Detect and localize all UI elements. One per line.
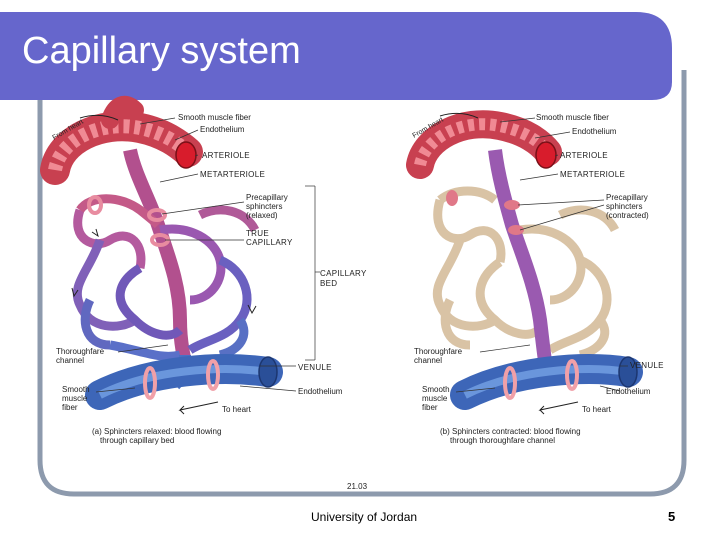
thoroughfare-channel-right bbox=[488, 149, 555, 382]
true-capillary-label-1: TRUE bbox=[246, 229, 269, 238]
precapillary-sphincters-left bbox=[87, 195, 170, 247]
thoroughfare-label-left-1: Thoroughfare bbox=[56, 347, 105, 356]
venule-left bbox=[85, 354, 283, 410]
caption-left-1: (a) Sphincters relaxed: blood flowing bbox=[92, 427, 221, 436]
caption-left-2: through capillary bed bbox=[100, 436, 174, 445]
figure-code: 21.03 bbox=[347, 482, 368, 491]
arteriole-label-left: ARTERIOLE bbox=[202, 151, 250, 160]
precapillary-sphincters-right bbox=[446, 190, 524, 235]
endothelium-label-right: Endothelium bbox=[572, 127, 617, 136]
smooth-muscle-label-right: Smooth muscle fiber bbox=[536, 113, 609, 122]
precap-label-right-3: (contracted) bbox=[606, 211, 649, 220]
capillary-bed-label-1: CAPILLARY bbox=[320, 269, 367, 278]
precap-label-right-1: Precapillary bbox=[606, 193, 648, 202]
flow-arrows-left bbox=[71, 114, 257, 415]
smooth-lower-label-left-3: fiber bbox=[62, 403, 78, 412]
leader-lines-left bbox=[95, 117, 320, 393]
metarteriole-label-left: METARTERIOLE bbox=[200, 170, 265, 179]
caption-right-1: (b) Sphincters contracted: blood flowing bbox=[440, 427, 581, 436]
arteriole-right bbox=[406, 110, 562, 179]
precap-label-left-3: (relaxed) bbox=[246, 211, 278, 220]
venule-label-right: VENULE bbox=[630, 361, 664, 370]
capillary-network-right bbox=[432, 186, 620, 360]
to-heart-label-left: To heart bbox=[222, 405, 252, 414]
slide-footer: University of Jordan bbox=[311, 510, 418, 524]
endothelium-lower-label-left: Endothelium bbox=[298, 387, 343, 396]
thoroughfare-label-left-2: channel bbox=[56, 356, 84, 365]
diagram-relaxed: From heart Smooth muscle fiber Endotheli… bbox=[40, 95, 367, 445]
true-capillary-label-2: CAPILLARY bbox=[246, 238, 293, 247]
arteriole-label-right: ARTERIOLE bbox=[560, 151, 608, 160]
smooth-lower-label-right-1: Smooth bbox=[422, 385, 450, 394]
capillary-network-left bbox=[72, 194, 260, 361]
venule-right bbox=[450, 354, 643, 410]
metarteriole-label-right: METARTERIOLE bbox=[560, 170, 625, 179]
arteriole-left bbox=[40, 95, 203, 185]
metarteriole-left bbox=[123, 148, 197, 383]
title-bar bbox=[0, 12, 672, 100]
slide-title: Capillary system bbox=[22, 30, 301, 72]
slide-frame bbox=[37, 70, 687, 497]
thoroughfare-label-right-1: Thoroughfare bbox=[414, 347, 463, 356]
precap-label-left-2: sphincters bbox=[246, 202, 282, 211]
caption-right-2: through thoroughfare channel bbox=[450, 436, 555, 445]
smooth-lower-label-right-3: fiber bbox=[422, 403, 438, 412]
leader-lines-right bbox=[455, 117, 628, 393]
precap-label-left-1: Precapillary bbox=[246, 193, 288, 202]
page-number: 5 bbox=[668, 509, 676, 524]
flow-arrows-right bbox=[439, 112, 579, 415]
smooth-muscle-label-left: Smooth muscle fiber bbox=[178, 113, 251, 122]
thoroughfare-label-right-2: channel bbox=[414, 356, 442, 365]
endothelium-lower-label-right: Endothelium bbox=[606, 387, 651, 396]
precap-label-right-2: sphincters bbox=[606, 202, 642, 211]
capillary-bed-label-2: BED bbox=[320, 279, 337, 288]
smooth-lower-label-left-1: Smooth bbox=[62, 385, 90, 394]
smooth-lower-label-left-2: muscle bbox=[62, 394, 88, 403]
to-heart-label-right: To heart bbox=[582, 405, 612, 414]
diagram-contracted: From heart Smooth muscle fiber Endotheli… bbox=[406, 110, 664, 445]
venule-label-left: VENULE bbox=[298, 363, 332, 372]
endothelium-label-left: Endothelium bbox=[200, 125, 245, 134]
smooth-lower-label-right-2: muscle bbox=[422, 394, 448, 403]
